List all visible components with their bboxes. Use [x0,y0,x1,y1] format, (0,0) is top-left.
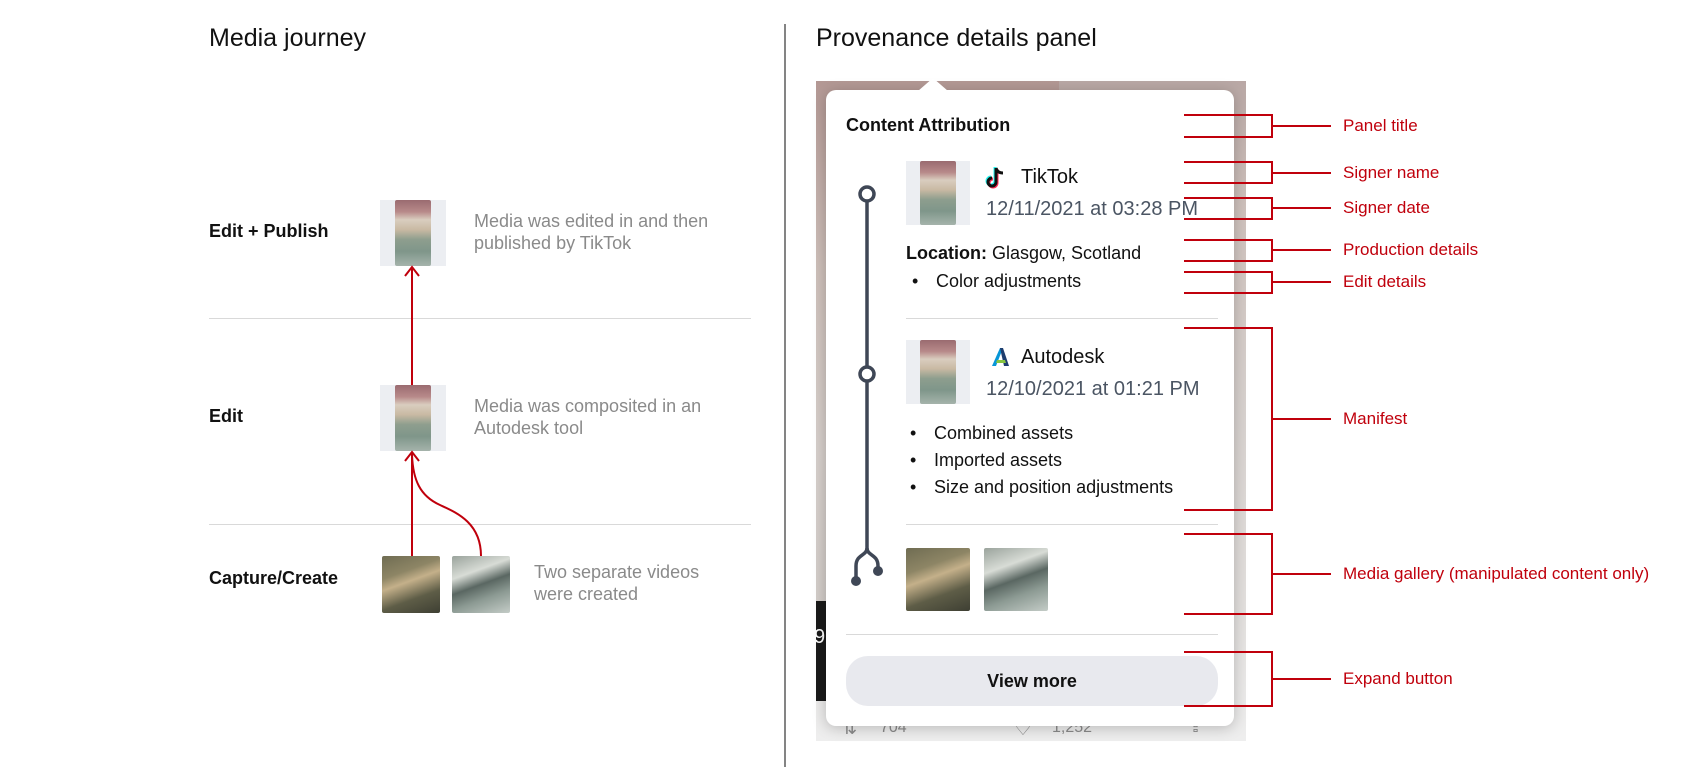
production-location: Location: Glasgow, Scotland [906,243,1141,264]
annotation-media-gallery: Media gallery (manipulated content only) [1343,564,1650,583]
provenance-panel [826,90,1234,726]
media-thumbnail-source-water [452,556,510,613]
signer-thumbnail-tiktok[interactable] [906,161,970,225]
annotation-production-details: Production details [1343,240,1479,259]
panel-pointer [918,78,948,91]
stage-divider [209,318,751,319]
arrow-water-to-edit [411,454,482,557]
view-more-button[interactable]: View more [846,656,1218,706]
entry-divider [906,524,1218,525]
tiktok-logo-icon [985,167,1004,189]
edit-detail-item: Color adjustments [912,271,1081,292]
stage-divider [209,524,751,525]
annotation-edit-details: Edit details [1343,272,1427,291]
annotation-signer-date: Signer date [1343,198,1430,217]
signer-date-autodesk: 12/10/2021 at 01:21 PM [986,378,1200,400]
signer-name-tiktok: TikTok [1021,166,1079,188]
media-journey-heading: Media journey [209,24,367,52]
gallery-thumbnail-dog[interactable] [906,548,970,611]
annotation-expand-button: Expand button [1343,669,1453,688]
stage-description-edit: Media was composited in an Autodesk tool [474,396,702,438]
annotation-manifest: Manifest [1343,409,1408,428]
annotation-panel-title: Panel title [1343,116,1418,135]
stage-label-edit: Edit [209,406,243,426]
stage-description-capture-create: Two separate videos were created [534,562,700,604]
autodesk-logo-icon [992,348,1009,366]
signer-date-tiktok: 12/11/2021 at 03:28 PM [986,198,1199,220]
provenance-heading: Provenance details panel [816,24,1097,52]
manifest-item: Imported assets [910,450,1062,471]
media-thumbnail-composited [380,385,446,451]
panel-title: Content Attribution [846,115,1011,135]
timeline-track [851,185,883,586]
manifest-item: Size and position adjustments [910,477,1173,498]
entry-divider [906,318,1218,319]
stage-description-edit-publish: Media was edited in and then published b… [474,211,709,253]
media-thumbnail-source-dog [382,556,440,613]
background-counter: 9 [814,626,826,648]
panel-footer-divider [846,634,1218,635]
annotation-signer-name: Signer name [1343,163,1440,182]
location-value: Glasgow, Scotland [992,243,1142,263]
stage-label-capture-create: Capture/Create [209,568,339,588]
location-label: Location: [906,243,987,263]
gallery-thumbnail-water[interactable] [984,548,1048,611]
manifest-item: Combined assets [910,423,1073,444]
media-thumbnail-published [380,200,446,266]
signer-thumbnail-autodesk[interactable] [906,340,970,404]
arrow-head [404,265,420,277]
signer-name-autodesk: Autodesk [1021,346,1105,368]
stage-label-edit-publish: Edit + Publish [209,221,329,241]
arrow-head [404,450,420,462]
